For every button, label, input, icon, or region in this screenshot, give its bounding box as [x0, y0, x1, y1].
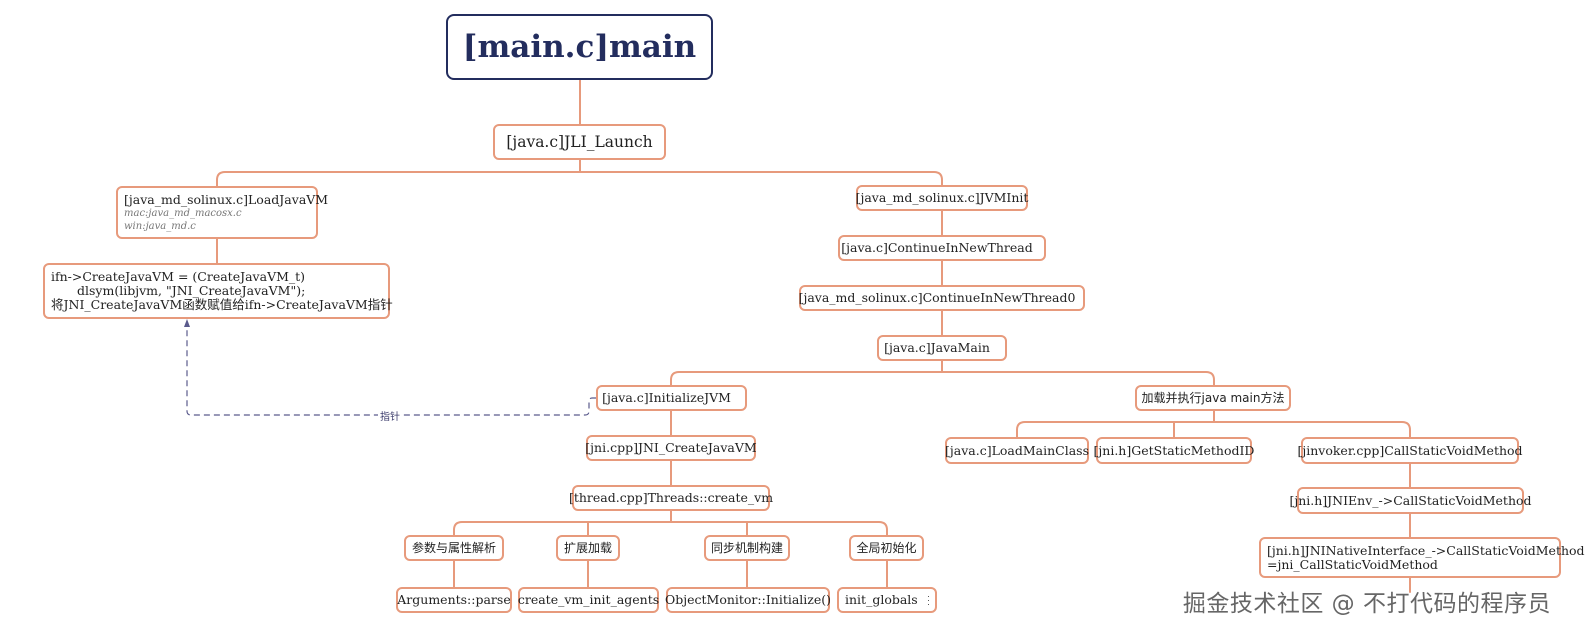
edge-javamain-branches — [670, 360, 1215, 386]
node-label: [java.c]JLI_Launch — [506, 133, 653, 151]
node-load-java-vm[interactable]: [java_md_solinux.c]LoadJavaVM mac:java_m… — [116, 186, 328, 239]
node-load-main-class[interactable]: [java.c]LoadMainClass — [945, 437, 1089, 464]
node-label: 同步机制构建 — [711, 541, 784, 555]
node-sublabel-win: win:java_md.c — [124, 220, 196, 232]
node-label: [jinvoker.cpp]CallStaticVoidMethod — [1297, 442, 1523, 458]
node-jni-create-java-vm[interactable]: [jni.cpp]JNI_CreateJavaVM — [585, 435, 757, 461]
node-label: [java_md_solinux.c]JVMInit — [855, 190, 1029, 205]
node-call-static-void-method[interactable]: [jinvoker.cpp]CallStaticVoidMethod — [1297, 437, 1523, 464]
node-label: 全局初始化 — [856, 541, 917, 555]
node-label: [java.c]JavaMain — [884, 340, 990, 355]
node-label: ObjectMonitor::Initialize() — [664, 592, 832, 607]
node-label: Arguments::parse — [397, 592, 511, 607]
node-label: 参数与属性解析 — [412, 541, 497, 555]
note-icon[interactable] — [927, 595, 929, 605]
node-continue-in-new-thread[interactable]: [java.c]ContinueInNewThread — [838, 235, 1046, 261]
node-threads-create-vm[interactable]: [thread.cpp]Threads::create_vm — [568, 485, 774, 511]
node-get-static-method-id[interactable]: [jni.h]GetStaticMethodID — [1093, 437, 1255, 464]
node-label: [main.c]main — [462, 29, 697, 65]
node-sublabel-mac: mac:java_md_macosx.c — [124, 207, 242, 219]
node-label-line3: 将JNI_CreateJavaVM函数赋值给ifn->CreateJavaVM指… — [51, 297, 393, 312]
node-label: [java.c]InitializeJVM — [602, 390, 731, 405]
node-jni-native-interface[interactable]: [jni.h]JNINativeInterface_->CallStaticVo… — [1259, 537, 1585, 578]
node-label: 扩展加载 — [564, 541, 613, 555]
node-label-line2: dlsym(libjvm, "JNI_CreateJavaVM"); — [77, 283, 306, 298]
node-ext-load-category[interactable]: 扩展加载 — [556, 535, 620, 561]
node-args-parse-category[interactable]: 参数与属性解析 — [404, 535, 504, 561]
node-label-line2: =jni_CallStaticVoidMethod — [1267, 556, 1438, 572]
node-object-monitor-initialize[interactable]: ObjectMonitor::Initialize() — [664, 587, 832, 613]
root-node-main[interactable]: [main.c]main — [446, 14, 713, 80]
node-label: [thread.cpp]Threads::create_vm — [568, 490, 774, 505]
node-label: [jni.cpp]JNI_CreateJavaVM — [585, 440, 757, 455]
edge-jli-branches — [216, 159, 943, 187]
pointer-arrow — [186, 324, 596, 416]
node-label: [java_md_solinux.c]ContinueInNewThread0 — [798, 290, 1076, 305]
edge-loadexec-branches — [1016, 410, 1411, 438]
node-label: [jni.h]GetStaticMethodID — [1093, 442, 1255, 458]
node-label: create_vm_init_agents — [517, 592, 660, 607]
node-initialize-jvm[interactable]: [java.c]InitializeJVM — [596, 385, 747, 411]
node-label: [java.c]ContinueInNewThread — [841, 240, 1033, 255]
node-jvm-init[interactable]: [java_md_solinux.c]JVMInit — [856, 185, 1028, 211]
node-create-vm-init-agents[interactable]: create_vm_init_agents — [518, 587, 659, 613]
node-arguments-parse[interactable]: Arguments::parse — [396, 587, 512, 613]
node-label: init_globals — [845, 592, 918, 607]
edge-createvm-branches — [453, 521, 888, 536]
node-label: [java.c]LoadMainClass — [945, 442, 1089, 458]
edge-category-leaves — [453, 560, 888, 588]
watermark-text: 掘金技术社区 @ 不打代码的程序员 — [1182, 591, 1551, 617]
pointer-label: 指针 — [378, 408, 402, 423]
node-global-init-category[interactable]: 全局初始化 — [849, 535, 924, 561]
node-label: 加载并执行java main方法 — [1141, 391, 1285, 405]
node-label-line1: [jni.h]JNINativeInterface_->CallStaticVo… — [1267, 542, 1585, 558]
node-jni-env-call-static[interactable]: [jni.h]JNIEnv_->CallStaticVoidMethod — [1289, 487, 1532, 514]
node-jli-launch[interactable]: [java.c]JLI_Launch — [493, 124, 666, 160]
node-sync-build-category[interactable]: 同步机制构建 — [704, 535, 790, 561]
node-label-line1: ifn->CreateJavaVM = (CreateJavaVM_t) — [51, 269, 306, 284]
node-init-globals[interactable]: init_globals — [837, 587, 937, 613]
node-label: [jni.h]JNIEnv_->CallStaticVoidMethod — [1289, 492, 1532, 508]
node-java-main[interactable]: [java.c]JavaMain — [877, 335, 1007, 361]
node-label: [java_md_solinux.c]LoadJavaVM — [124, 191, 329, 207]
node-load-exec-main[interactable]: 加载并执行java main方法 — [1135, 385, 1291, 411]
node-continue-in-new-thread0[interactable]: [java_md_solinux.c]ContinueInNewThread0 — [799, 285, 1085, 311]
node-ifn-create-java-vm[interactable]: ifn->CreateJavaVM = (CreateJavaVM_t) dls… — [43, 263, 393, 319]
